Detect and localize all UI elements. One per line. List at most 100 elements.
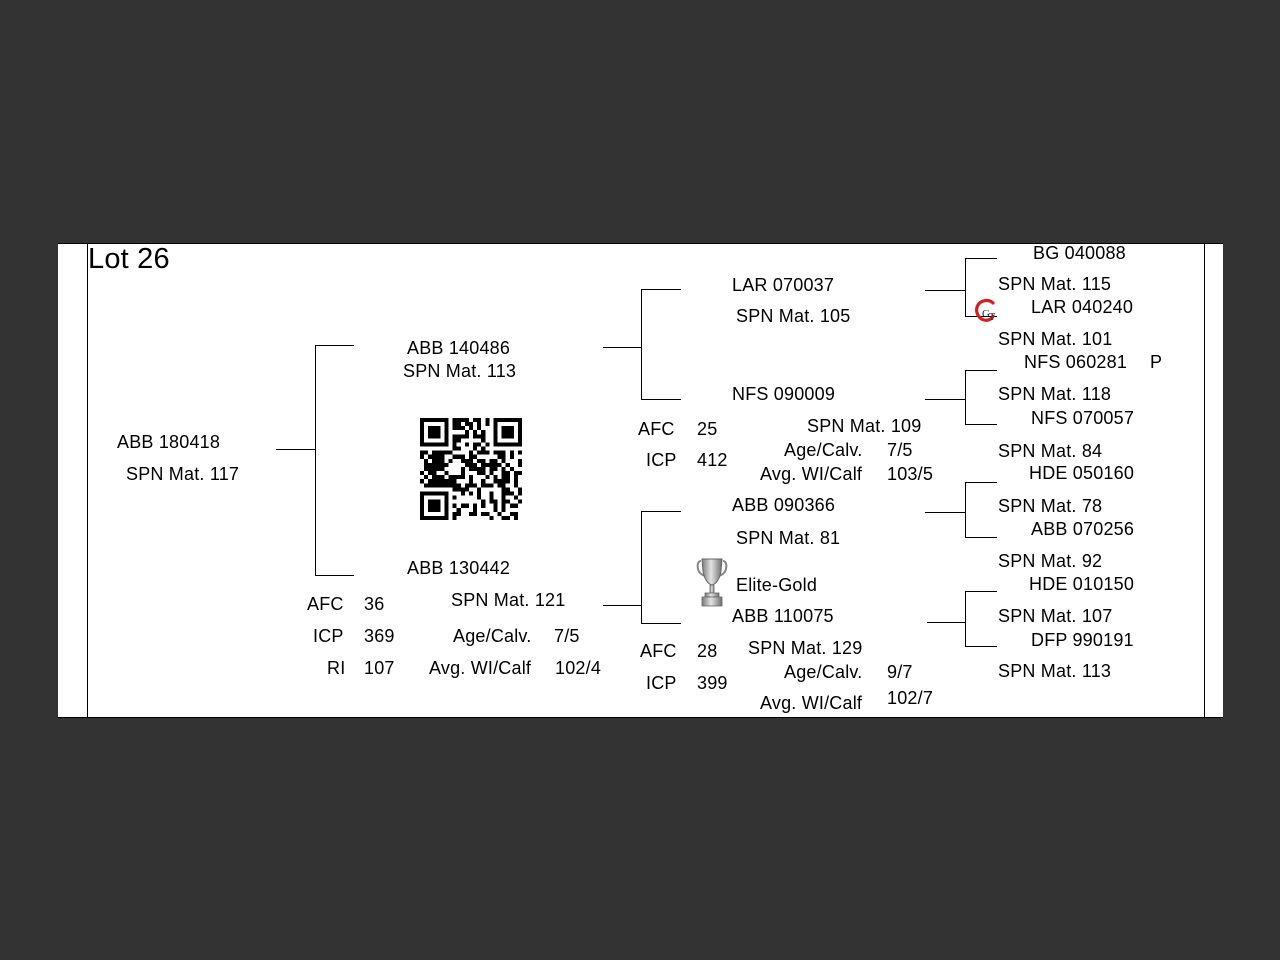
qr-module	[481, 462, 486, 467]
qr-module	[432, 458, 437, 463]
ancestor-id: HDE 010150	[1029, 574, 1135, 594]
subject-id: ABB 180418	[117, 432, 221, 452]
qr-module	[473, 430, 478, 435]
qr-module	[444, 422, 449, 427]
qr-module	[481, 438, 486, 443]
sire-dam-id: NFS 090009	[732, 384, 836, 404]
qr-module	[436, 507, 441, 512]
qr-module	[420, 434, 425, 439]
connector	[315, 345, 354, 346]
qr-module	[444, 418, 449, 423]
qr-module	[505, 462, 510, 467]
qr-module	[448, 479, 453, 484]
qr-module	[436, 434, 441, 439]
qr-module	[481, 450, 486, 455]
qr-module	[428, 503, 433, 508]
qr-module	[477, 491, 482, 496]
qr-module	[493, 503, 498, 508]
ancestor-id: HDE 050160	[1029, 463, 1135, 483]
qr-module	[505, 499, 510, 504]
qr-module	[460, 426, 465, 431]
qr-module	[497, 418, 502, 423]
qr-module	[456, 446, 461, 451]
qr-module	[485, 418, 490, 423]
qr-module	[489, 491, 494, 496]
qr-module	[481, 511, 486, 516]
qr-module	[477, 450, 482, 455]
qr-module	[428, 454, 433, 459]
qr-module	[464, 483, 469, 488]
qr-module	[428, 418, 433, 423]
sire-sire-id: LAR 070037	[732, 275, 835, 295]
ancestor-spn: SPN Mat. 107	[998, 606, 1113, 626]
qr-module	[517, 458, 522, 463]
qr-module	[428, 442, 433, 447]
qr-module	[513, 471, 518, 476]
qr-module	[432, 454, 437, 459]
qr-module	[420, 438, 425, 443]
qr-module	[505, 471, 510, 476]
qr-module	[473, 503, 478, 508]
sire-dam-icp-label: ICP	[646, 450, 677, 470]
qr-module	[424, 458, 429, 463]
qr-module	[505, 418, 510, 423]
qr-module	[432, 442, 437, 447]
connector	[965, 646, 997, 647]
qr-module	[420, 471, 425, 476]
connector	[315, 345, 316, 575]
qr-module	[432, 466, 437, 472]
svg-text:T: T	[989, 312, 995, 323]
qr-module	[440, 450, 445, 455]
dam-icp-value: 369	[364, 626, 395, 646]
dam-dam-id: ABB 110075	[732, 606, 834, 626]
qr-module	[420, 426, 425, 431]
connector	[925, 290, 965, 291]
qr-module	[420, 495, 425, 500]
sire-dam-spn: SPN Mat. 109	[807, 416, 922, 436]
qr-module	[464, 487, 469, 492]
qr-module	[420, 479, 425, 484]
qr-module	[501, 499, 506, 504]
qr-module	[473, 483, 478, 488]
qr-module	[509, 442, 514, 447]
qr-module	[452, 442, 457, 447]
qr-module	[452, 438, 457, 443]
qr-module	[468, 475, 474, 480]
sire-id: ABB 140486	[407, 338, 511, 358]
qr-module	[489, 462, 494, 467]
dam-ri-value: 107	[364, 658, 395, 678]
qr-module	[481, 479, 486, 484]
qr-module	[509, 450, 514, 455]
qr-module	[444, 462, 449, 467]
qr-module	[493, 418, 498, 423]
qr-module	[501, 487, 506, 492]
qr-module	[509, 454, 514, 459]
qr-module	[468, 479, 474, 484]
qr-module	[448, 458, 453, 463]
connector	[965, 591, 966, 646]
qr-module	[501, 507, 506, 512]
qr-module	[517, 487, 522, 492]
qr-module	[473, 454, 478, 459]
qr-module	[501, 483, 506, 488]
qr-module	[505, 479, 510, 484]
qr-module	[517, 450, 522, 455]
qr-module	[509, 503, 514, 508]
qr-module	[452, 515, 457, 520]
dam-dam-afc-label: AFC	[640, 641, 677, 661]
qr-module	[505, 487, 510, 492]
connector	[641, 623, 681, 624]
qr-module	[497, 454, 502, 459]
qr-module	[505, 515, 510, 520]
qr-module	[477, 458, 482, 463]
qr-module	[432, 471, 437, 476]
qr-module	[436, 458, 441, 463]
dam-dam-icp-label: ICP	[646, 673, 677, 693]
qr-module	[505, 430, 510, 435]
qr-module	[464, 430, 469, 435]
qr-module	[473, 462, 478, 467]
qr-module	[448, 475, 453, 480]
connector	[965, 258, 997, 259]
dam-age-value: 7/5	[554, 626, 580, 646]
qr-module	[436, 462, 441, 467]
